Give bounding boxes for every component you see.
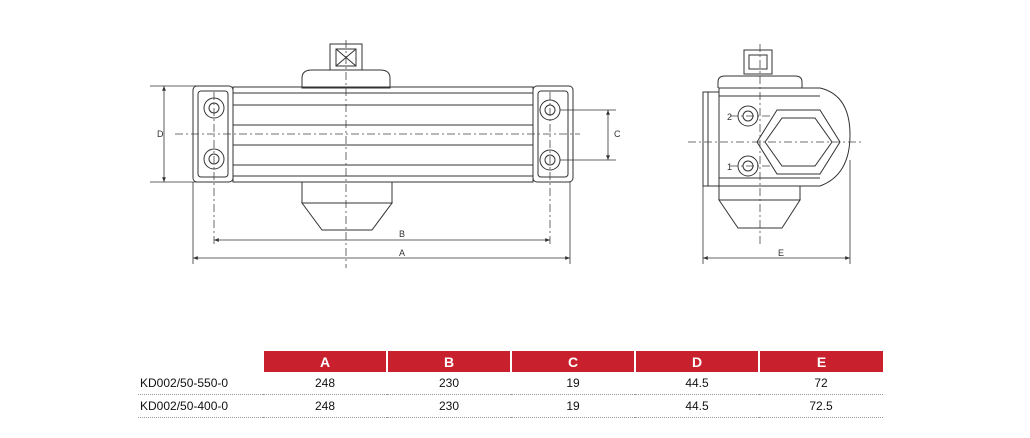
side-view — [702, 49, 851, 229]
dimension-a-label: A — [399, 248, 405, 258]
pinion-cone — [301, 202, 393, 231]
dimension-c — [560, 109, 616, 161]
cell-c: 19 — [511, 394, 635, 418]
table-row: KD002/50-550-0 248 230 19 44.5 72 — [138, 372, 883, 395]
header-blank — [138, 351, 263, 372]
header-a: A — [262, 351, 387, 372]
dimension-b-label: B — [399, 229, 405, 239]
dimension-a — [192, 182, 571, 264]
side-pinion-cone — [718, 199, 801, 229]
spindle-base — [301, 69, 391, 89]
closer-body — [232, 86, 534, 183]
side-body — [718, 87, 851, 187]
cell-a: 248 — [263, 372, 387, 395]
dimension-e-label: E — [778, 248, 784, 258]
cell-b: 230 — [387, 372, 511, 395]
dimension-d-label: D — [157, 129, 164, 139]
header-d: D — [634, 351, 759, 372]
cell-a: 248 — [263, 394, 387, 418]
dimension-d — [150, 85, 198, 183]
hole-2-label: 2 — [727, 112, 732, 122]
front-view — [192, 43, 574, 231]
dimension-c-label: C — [614, 129, 621, 139]
front-center-lines — [175, 40, 580, 268]
model-name: KD002/50-550-0 — [138, 372, 263, 395]
hole-1-label: 1 — [727, 162, 732, 172]
pinion-housing — [301, 182, 393, 204]
cell-c: 19 — [511, 372, 635, 395]
cell-e: 72.5 — [759, 394, 883, 418]
side-spindle-square — [743, 49, 773, 75]
cell-d: 44.5 — [635, 394, 759, 418]
header-e: E — [758, 351, 883, 372]
spec-table: A B C D E KD002/50-550-0 248 230 19 44.5… — [138, 351, 883, 418]
table-row: KD002/50-400-0 248 230 19 44.5 72.5 — [138, 394, 883, 418]
header-c: C — [510, 351, 635, 372]
dimension-e — [702, 160, 851, 264]
table-header-row: A B C D E — [138, 351, 883, 372]
technical-drawing: D C B A — [150, 40, 862, 268]
model-name: KD002/50-400-0 — [138, 394, 263, 418]
cell-e: 72 — [759, 372, 883, 395]
cell-b: 230 — [387, 394, 511, 418]
side-center-lines — [688, 44, 862, 245]
header-b: B — [386, 351, 511, 372]
cell-d: 44.5 — [635, 372, 759, 395]
side-mount-plate — [702, 91, 720, 187]
